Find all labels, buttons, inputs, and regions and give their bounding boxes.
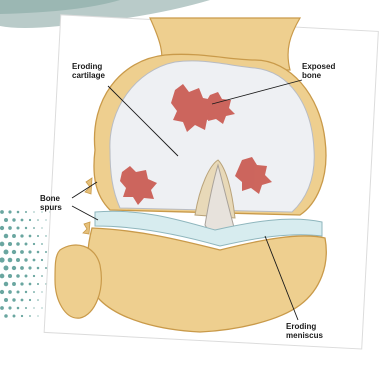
label-eroding-cartilage: Eroding cartilage [72, 62, 105, 80]
label-exposed-bone: Exposed bone [302, 62, 335, 80]
label-bone-spurs: Bone spurs [40, 194, 62, 212]
fibula [55, 245, 101, 318]
label-eroding-meniscus: Eroding meniscus [286, 322, 323, 340]
label-eroding-cartilage-line2: cartilage [72, 71, 105, 80]
label-exposed-bone-line1: Exposed [302, 62, 335, 71]
label-eroding-meniscus-line2: meniscus [286, 331, 323, 340]
label-bone-spurs-line1: Bone [40, 194, 62, 203]
label-eroding-cartilage-line1: Eroding [72, 62, 105, 71]
label-bone-spurs-line2: spurs [40, 203, 62, 212]
label-eroding-meniscus-line1: Eroding [286, 322, 323, 331]
label-exposed-bone-line2: bone [302, 71, 335, 80]
